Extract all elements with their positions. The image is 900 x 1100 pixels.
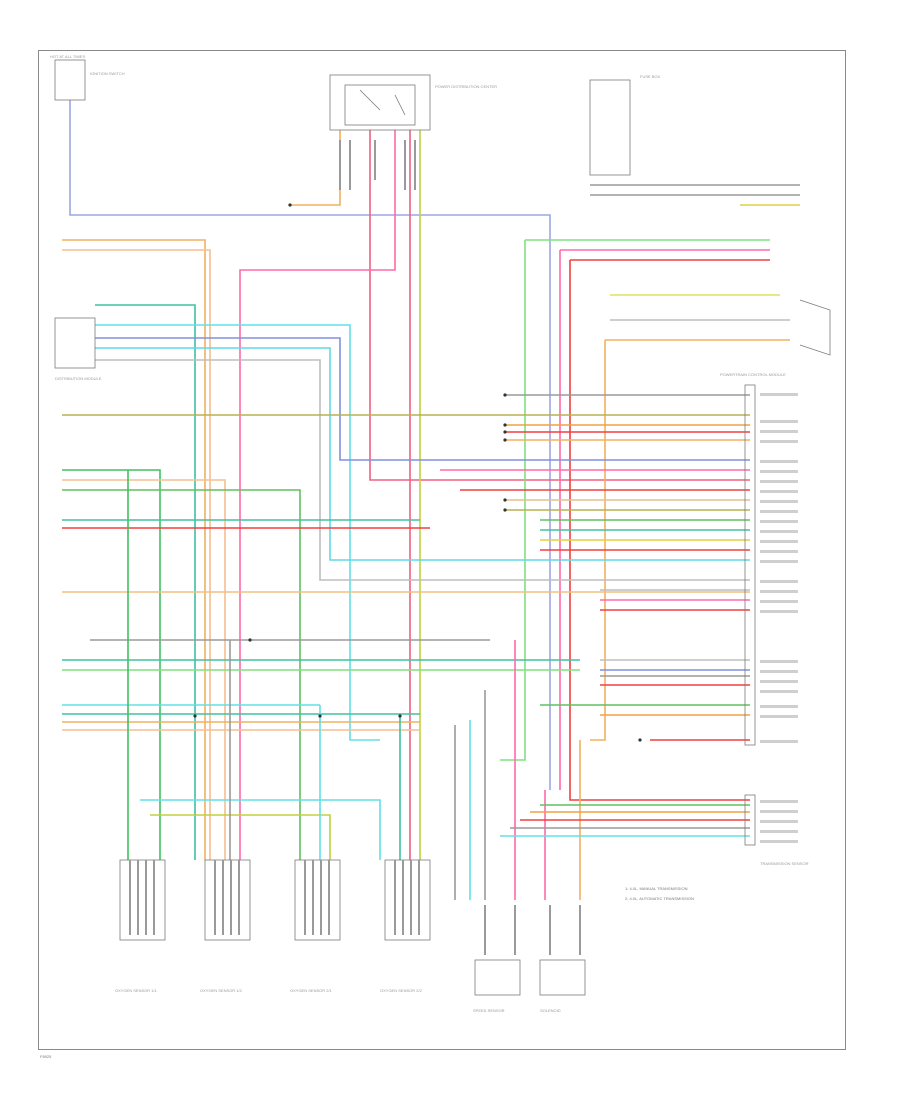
wire-relay-a bbox=[290, 130, 341, 206]
oxygen-sensor-2-body bbox=[204, 859, 251, 941]
actuator-right-body bbox=[539, 959, 586, 996]
distribution-module bbox=[54, 317, 96, 369]
oxygen-sensor-4-body bbox=[384, 859, 431, 941]
actuator-left-body bbox=[474, 959, 521, 996]
fuse-block-top-left bbox=[54, 59, 86, 101]
pcm-connector-2 bbox=[744, 794, 756, 846]
wire-orange-2 bbox=[62, 249, 211, 860]
label-hot-at-all-times: HOT AT ALL TIMES bbox=[50, 54, 85, 59]
switch-right bbox=[799, 299, 831, 356]
label-actuator-left: SPEED SENSOR bbox=[473, 1008, 505, 1013]
label-distribution-module: DISTRIBUTION MODULE bbox=[55, 376, 102, 381]
diagram-frame bbox=[38, 50, 846, 1050]
wire-relay-b bbox=[369, 130, 750, 481]
label-ignition-switch: IGNITION SWITCH bbox=[90, 71, 125, 76]
wire-drop-3 bbox=[150, 814, 331, 860]
oxygen-sensor-1-body bbox=[119, 859, 166, 941]
label-oxygen-sensor-4: OXYGEN SENSOR 2/2 bbox=[380, 988, 423, 993]
oxygen-sensor-3-body bbox=[294, 859, 341, 941]
junction-dots bbox=[193, 203, 642, 742]
label-fuse-box: FUSE BOX bbox=[640, 74, 661, 79]
legend-line-1: 1: 4.0L, MANUAL TRANSMISSION bbox=[625, 886, 688, 891]
label-relay: POWER DISTRIBUTION CENTER bbox=[435, 84, 497, 89]
footer-code: F8925 bbox=[40, 1054, 52, 1059]
pcm-pin-labels bbox=[760, 393, 798, 843]
wire-green-feed-v bbox=[500, 240, 526, 761]
wire-left-in-2 bbox=[62, 479, 226, 860]
wire-ignition-feed bbox=[69, 100, 551, 790]
wire-cyan-2 bbox=[95, 347, 750, 561]
wire-left-in-3 bbox=[62, 489, 301, 860]
relay-inner bbox=[344, 84, 416, 126]
label-transmission-sensor: TRANSMISSION SENSOR bbox=[760, 861, 809, 866]
relay-switch bbox=[359, 89, 406, 116]
sensor-pins bbox=[129, 140, 581, 955]
pcm-connector-1 bbox=[744, 384, 756, 746]
wire-cyan-1 bbox=[95, 324, 380, 741]
label-actuator-right: SOLENOID bbox=[540, 1008, 561, 1013]
wire-blue-1 bbox=[95, 337, 750, 461]
label-oxygen-sensor-2: OXYGEN SENSOR 1/2 bbox=[200, 988, 243, 993]
wire-gray-1 bbox=[95, 359, 750, 581]
label-pcm: POWERTRAIN CONTROL MODULE bbox=[720, 372, 786, 377]
legend-line-2: 2: 4.0L, AUTOMATIC TRANSMISSION bbox=[625, 896, 694, 901]
wire-orange-mid-v bbox=[590, 340, 606, 741]
wire-relay-c bbox=[239, 130, 396, 860]
label-oxygen-sensor-1: OXYGEN SENSOR 1/1 bbox=[115, 988, 158, 993]
label-oxygen-sensor-3: OXYGEN SENSOR 2/1 bbox=[290, 988, 333, 993]
fuse-block-top-right bbox=[589, 79, 631, 176]
relay-box bbox=[329, 74, 431, 131]
wire-group bbox=[62, 100, 800, 900]
wire-drop-2 bbox=[140, 799, 381, 860]
wire-teal-1 bbox=[95, 304, 196, 860]
wire-orange-1 bbox=[62, 239, 206, 860]
